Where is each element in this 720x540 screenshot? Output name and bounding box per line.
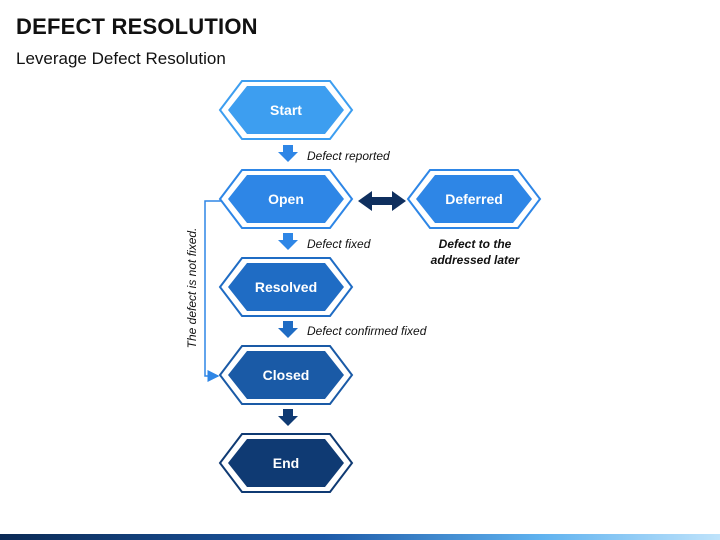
page-title: DEFECT RESOLUTION bbox=[16, 14, 258, 39]
page-subtitle: Leverage Defect Resolution bbox=[16, 49, 226, 68]
node-closed-label: Closed bbox=[263, 367, 310, 383]
deferred-note-line2: addressed later bbox=[431, 253, 521, 267]
node-open-label: Open bbox=[268, 191, 304, 207]
edge-label-defect-reported: Defect reported bbox=[307, 149, 390, 163]
node-end-label: End bbox=[273, 455, 299, 471]
node-deferred: Deferred bbox=[406, 169, 542, 229]
loop-label-not-fixed: The defect is not fixed. bbox=[185, 228, 199, 349]
double-arrow-open-deferred bbox=[358, 191, 406, 211]
arrow-open-resolved bbox=[278, 233, 298, 250]
arrow-start-open bbox=[278, 145, 298, 162]
edge-label-defect-fixed: Defect fixed bbox=[307, 237, 371, 251]
node-resolved: Resolved bbox=[218, 257, 354, 317]
node-closed: Closed bbox=[218, 345, 354, 405]
node-open: Open bbox=[218, 169, 354, 229]
deferred-note-line1: Defect to the bbox=[439, 237, 512, 251]
loop-connector bbox=[204, 200, 222, 382]
node-resolved-label: Resolved bbox=[255, 279, 317, 295]
node-start-label: Start bbox=[270, 102, 302, 118]
edge-label-defect-confirmed-fixed: Defect confirmed fixed bbox=[307, 324, 427, 338]
node-start: Start bbox=[218, 80, 354, 140]
arrow-resolved-closed bbox=[278, 321, 298, 338]
node-end: End bbox=[218, 433, 354, 493]
footer-gradient-bar bbox=[0, 534, 720, 540]
arrow-closed-end bbox=[278, 409, 298, 426]
node-deferred-label: Deferred bbox=[445, 191, 503, 207]
